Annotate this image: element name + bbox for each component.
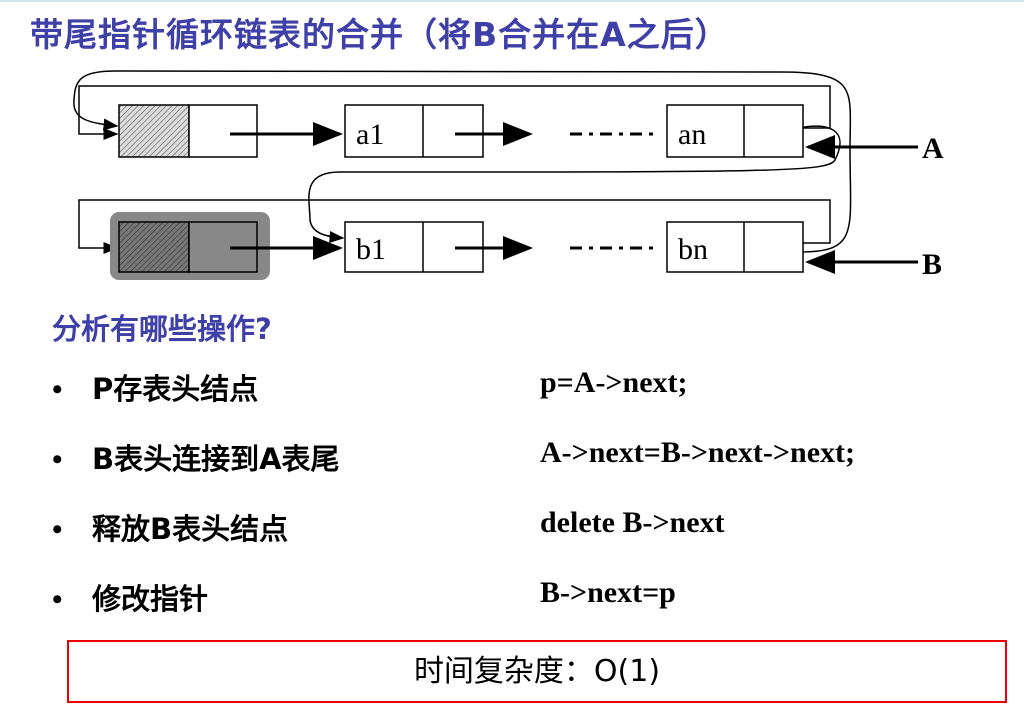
a-head-node (118, 104, 190, 158)
b-head-node (118, 221, 190, 273)
new-link-curve-to-b1 (308, 125, 841, 243)
bullet: • (52, 513, 63, 546)
b-loop-line (78, 199, 831, 254)
bullet: • (52, 373, 63, 406)
a1-node (344, 104, 484, 158)
pointer-a-label: A (922, 132, 944, 165)
step-text: B表头连接到A表尾 (92, 442, 340, 476)
new-link-curve-to-a-head (73, 70, 852, 253)
step-text: 释放B表头结点 (92, 512, 289, 546)
question-heading: 分析有哪些操作? (52, 312, 272, 346)
bullet: • (52, 443, 63, 476)
node-a1-label: a1 (356, 118, 384, 151)
an-node (666, 104, 804, 158)
slide-title: 带尾指针循环链表的合并（将B合并在A之后） (30, 15, 729, 54)
top-border (0, 0, 1024, 2)
complexity-box: 时间复杂度：O(1) (67, 640, 1007, 703)
step-code: B->next=p (540, 576, 676, 609)
a-loop-line (78, 85, 831, 140)
node-b1-label: b1 (356, 233, 386, 266)
step-text: P存表头结点 (92, 372, 259, 406)
step-item: • B表头连接到A表尾 (52, 436, 340, 478)
step-code: delete B->next (540, 506, 725, 539)
node-bn-label: bn (678, 233, 708, 266)
step-code: p=A->next; (540, 366, 688, 399)
bn-node (666, 221, 804, 273)
bullet: • (52, 583, 63, 616)
step-code: A->next=B->next->next; (540, 436, 855, 469)
step-item: • 修改指针 (52, 576, 208, 618)
node-an-label: an (678, 118, 706, 151)
step-item: • P存表头结点 (52, 366, 258, 408)
linked-list-diagram: a1 an b1 bn A B (73, 70, 944, 281)
pointer-b-label: B (922, 248, 942, 281)
step-text: 修改指针 (92, 582, 209, 616)
step-item: • 释放B表头结点 (52, 506, 288, 548)
